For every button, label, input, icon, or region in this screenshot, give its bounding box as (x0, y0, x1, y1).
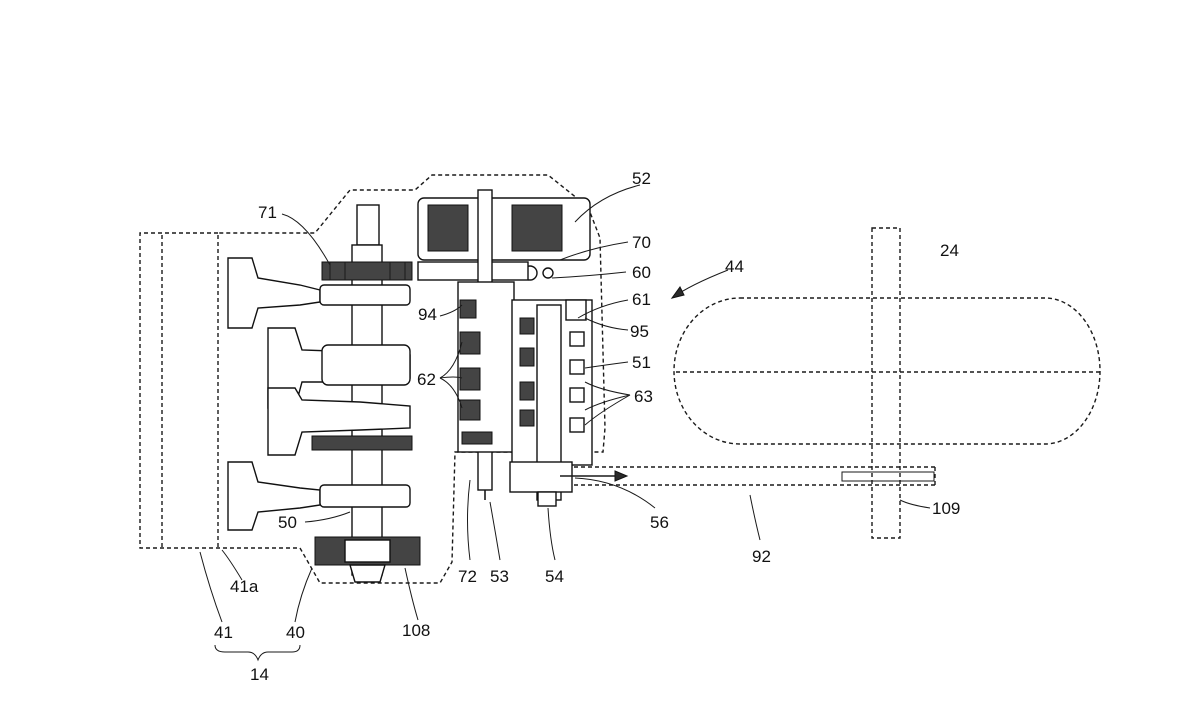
tank-outline (673, 297, 1101, 445)
clutch-assembly (417, 197, 591, 281)
label-51: 51 (632, 353, 651, 372)
label-40: 40 (286, 623, 305, 642)
label-71: 71 (258, 203, 277, 222)
label-95: 95 (630, 322, 649, 341)
crankshaft-assembly (227, 204, 421, 583)
label-41a: 41a (230, 577, 259, 596)
label-108: 108 (402, 621, 430, 640)
gearbox-assembly (509, 299, 629, 507)
label-24: 24 (940, 241, 959, 260)
label-54: 54 (545, 567, 564, 586)
label-44: 44 (725, 257, 744, 276)
reference-labels: 24 52 70 60 44 61 71 94 95 51 62 63 56 1… (214, 169, 960, 684)
label-56: 56 (650, 513, 669, 532)
label-52: 52 (632, 169, 651, 188)
label-72: 72 (458, 567, 477, 586)
label-41: 41 (214, 623, 233, 642)
label-53: 53 (490, 567, 509, 586)
label-70: 70 (632, 233, 651, 252)
label-109: 109 (932, 499, 960, 518)
label-92: 92 (752, 547, 771, 566)
label-61: 61 (632, 290, 651, 309)
engine-case-outline (139, 174, 606, 584)
label-14: 14 (250, 665, 269, 684)
vertical-member-outline (871, 227, 901, 539)
label-62: 62 (417, 370, 436, 389)
label-60: 60 (632, 263, 651, 282)
label-94: 94 (418, 305, 437, 324)
drive-shaft-outline (560, 466, 936, 486)
leader-lines (199, 184, 931, 662)
label-50: 50 (278, 513, 297, 532)
label-63: 63 (634, 387, 653, 406)
main-shaft (457, 189, 515, 500)
